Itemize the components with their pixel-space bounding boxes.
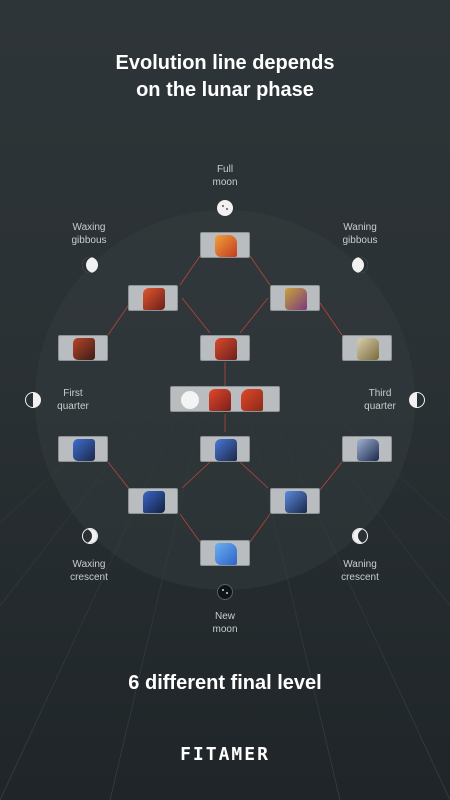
label-line: crescent <box>70 572 108 583</box>
perspective-grid <box>0 314 450 800</box>
new-moon-icon <box>217 584 233 600</box>
label-waning-gibbous: Waning gibbous <box>315 221 405 247</box>
monster-card-first-quarter-upper <box>58 335 108 361</box>
waxing-crescent-moon-icon <box>82 528 98 544</box>
label-line: New <box>214 611 235 622</box>
label-line: Waxing <box>72 222 106 233</box>
label-waning-crescent: Waning crescent <box>315 558 405 584</box>
monster-card-center-lower <box>200 436 250 462</box>
label-line: gibbous <box>71 235 107 246</box>
first-quarter-moon-icon <box>25 392 41 408</box>
monster-card-waxing-crescent <box>128 488 178 514</box>
label-line: moon <box>212 624 238 635</box>
blue-dragon-sprite-icon <box>215 439 237 461</box>
silver-knight-sprite-icon <box>357 338 379 360</box>
waning-gibbous-moon-icon <box>352 257 368 273</box>
waning-crescent-moon-icon <box>352 528 368 544</box>
full-moon-icon <box>217 200 233 216</box>
headline-line-2: on the lunar phase <box>136 79 314 101</box>
label-third-quarter: Third quarter <box>335 387 425 413</box>
monster-card-third-quarter-upper <box>342 335 392 361</box>
blue-knight-sprite-icon <box>285 491 307 513</box>
monster-card-third-quarter-lower <box>342 436 392 462</box>
fire-monster-sprite-icon <box>215 235 237 257</box>
monster-card-new-moon <box>200 540 250 566</box>
label-full-moon: Full moon <box>180 163 270 189</box>
evolution-connectors <box>107 255 343 543</box>
label-line: Waxing <box>72 559 106 570</box>
headline-line-1: Evolution line depends <box>115 52 335 74</box>
young-monster-sprite-icon <box>241 389 263 411</box>
blue-dragon-sprite-icon <box>143 491 165 513</box>
dark-dragon-sprite-icon <box>73 338 95 360</box>
label-line: Waning <box>343 559 377 570</box>
blue-knight-sprite-icon <box>357 439 379 461</box>
label-line: First <box>63 388 83 399</box>
subtitle: 6 different final level <box>128 672 322 694</box>
monster-card-waning-crescent <box>270 488 320 514</box>
egg-sprite-icon <box>181 391 199 409</box>
label-line: Full <box>216 164 234 175</box>
monster-card-first-quarter-lower <box>58 436 108 462</box>
red-dragon-sprite-icon <box>215 338 237 360</box>
label-line: quarter <box>57 401 89 412</box>
brand-logo: FITAMER <box>180 744 270 765</box>
headline: Evolution line depends on the lunar phas… <box>0 50 450 104</box>
label-new-moon: New moon <box>180 610 270 636</box>
gold-knight-sprite-icon <box>285 288 307 310</box>
baby-monster-sprite-icon <box>209 389 231 411</box>
label-first-quarter: First quarter <box>28 387 118 413</box>
label-line: quarter <box>364 401 396 412</box>
label-line: Waning <box>343 222 377 233</box>
third-quarter-moon-icon <box>409 392 425 408</box>
ice-monster-sprite-icon <box>215 543 237 565</box>
label-line: Third <box>368 388 392 399</box>
label-waxing-crescent: Waxing crescent <box>44 558 134 584</box>
monster-card-center-upper <box>200 335 250 361</box>
monster-card-waxing-gibbous <box>128 285 178 311</box>
label-line: gibbous <box>342 235 378 246</box>
label-waxing-gibbous: Waxing gibbous <box>44 221 134 247</box>
monster-card-full-moon <box>200 232 250 258</box>
blue-dragon-sprite-icon <box>73 439 95 461</box>
monster-card-waning-gibbous <box>270 285 320 311</box>
monster-card-baby-stage <box>170 386 280 412</box>
label-line: crescent <box>341 572 379 583</box>
label-line: moon <box>212 177 238 188</box>
waxing-gibbous-moon-icon <box>82 257 98 273</box>
red-dragon-sprite-icon <box>143 288 165 310</box>
